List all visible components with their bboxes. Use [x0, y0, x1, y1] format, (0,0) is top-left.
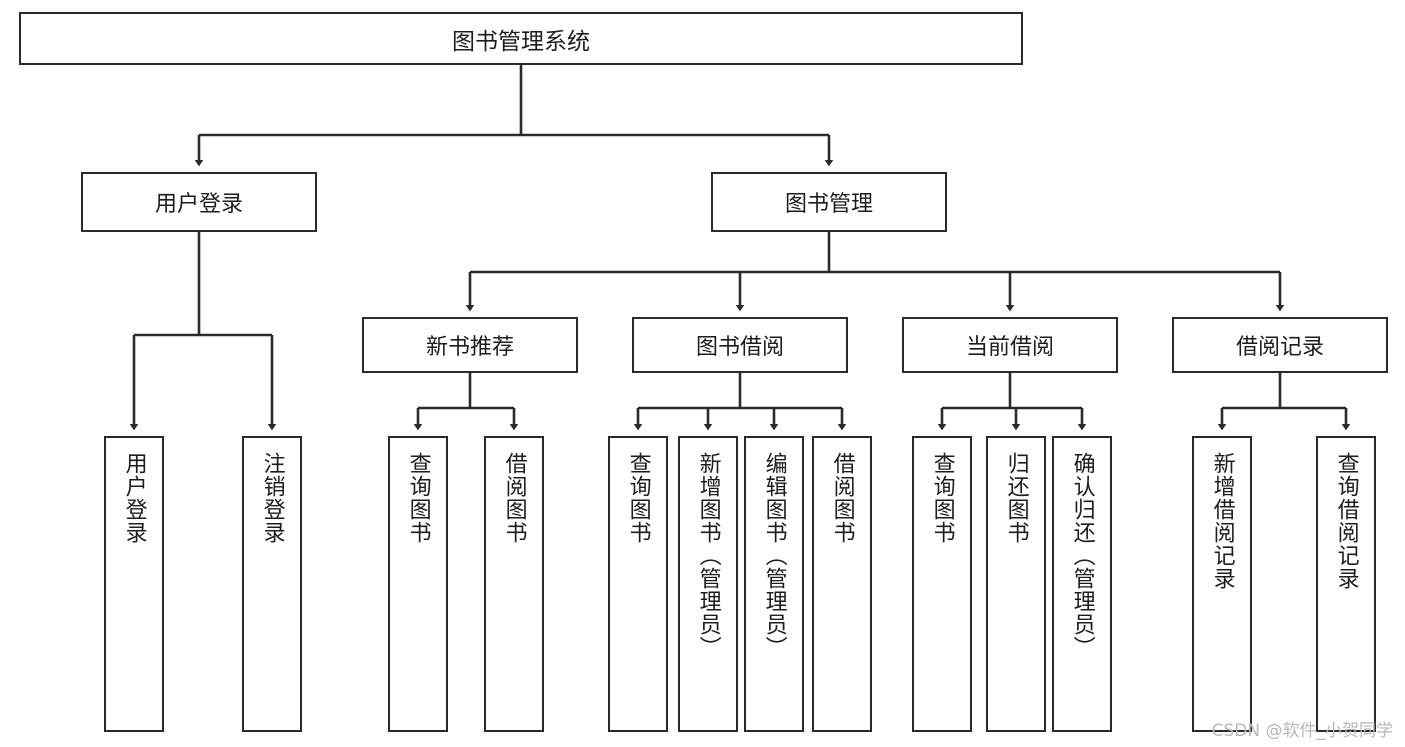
node-leaf-borrow-book-label: 借阅图书	[829, 452, 855, 544]
node-book-manage-label: 图书管理	[784, 192, 873, 217]
node-leaf-add-book[interactable]: 新增图书（管理员）	[678, 436, 738, 732]
node-leaf-user-login-label: 用户登录	[121, 452, 147, 544]
watermark: CSDN @软件_小贺同学	[1211, 721, 1393, 741]
node-user-login-label: 用户登录	[154, 192, 243, 217]
node-leaf-confirm-return[interactable]: 确认归还（管理员）	[1052, 436, 1112, 732]
node-current-borrow[interactable]: 当前借阅	[902, 317, 1118, 373]
node-leaf-confirm-return-label: 确认归还（管理员）	[1069, 452, 1095, 659]
node-borrow-record-label: 借阅记录	[1235, 335, 1324, 360]
node-leaf-query-book-recommend[interactable]: 查询图书	[388, 436, 448, 732]
node-leaf-add-borrow-record-label: 新增借阅记录	[1209, 452, 1235, 590]
node-leaf-query-book-recommend-label: 查询图书	[405, 452, 431, 544]
node-leaf-query-book-current-label: 查询图书	[929, 452, 955, 544]
node-leaf-query-book-borrow-label: 查询图书	[625, 452, 651, 544]
node-new-book-recommend-label: 新书推荐	[425, 335, 514, 360]
node-new-book-recommend[interactable]: 新书推荐	[362, 317, 578, 373]
node-leaf-return-book-label: 归还图书	[1003, 452, 1029, 544]
node-book-borrow-label: 图书借阅	[695, 335, 784, 360]
node-leaf-user-logout[interactable]: 注销登录	[242, 436, 302, 732]
node-leaf-return-book[interactable]: 归还图书	[986, 436, 1046, 732]
node-leaf-add-book-label: 新增图书（管理员）	[695, 452, 721, 659]
node-leaf-edit-book[interactable]: 编辑图书（管理员）	[744, 436, 804, 732]
node-leaf-edit-book-label: 编辑图书（管理员）	[761, 452, 787, 659]
node-root-label: 图书管理系统	[452, 28, 590, 55]
node-borrow-record[interactable]: 借阅记录	[1172, 317, 1388, 373]
node-root[interactable]: 图书管理系统	[19, 12, 1023, 65]
node-current-borrow-label: 当前借阅	[965, 335, 1054, 360]
node-leaf-user-login[interactable]: 用户登录	[104, 436, 164, 732]
node-leaf-borrow-book-recommend-label: 借阅图书	[501, 452, 527, 544]
node-leaf-borrow-book[interactable]: 借阅图书	[812, 436, 872, 732]
node-leaf-borrow-book-recommend[interactable]: 借阅图书	[484, 436, 544, 732]
node-leaf-query-borrow-record-label: 查询借阅记录	[1333, 452, 1359, 590]
node-leaf-query-borrow-record[interactable]: 查询借阅记录	[1316, 436, 1376, 732]
node-leaf-query-book-borrow[interactable]: 查询图书	[608, 436, 668, 732]
node-book-borrow[interactable]: 图书借阅	[632, 317, 848, 373]
node-user-login[interactable]: 用户登录	[81, 172, 317, 232]
node-leaf-query-book-current[interactable]: 查询图书	[912, 436, 972, 732]
node-book-manage[interactable]: 图书管理	[711, 172, 947, 232]
node-leaf-user-logout-label: 注销登录	[259, 452, 285, 544]
node-leaf-add-borrow-record[interactable]: 新增借阅记录	[1192, 436, 1252, 732]
